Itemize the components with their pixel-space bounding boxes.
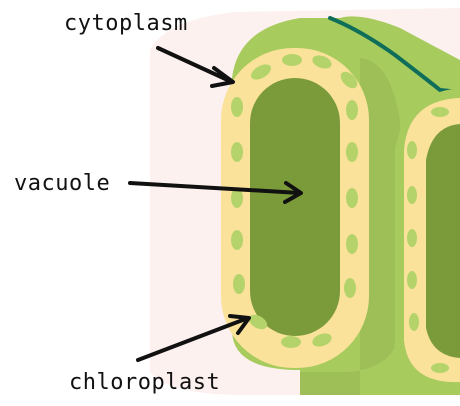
chloroplast — [233, 274, 245, 294]
chloroplast — [407, 229, 417, 247]
chloroplast — [231, 142, 243, 162]
vacuole-label: vacuole — [14, 173, 110, 195]
chloroplast — [346, 142, 358, 162]
chloroplast — [231, 97, 243, 117]
chloroplast — [409, 313, 419, 331]
chloroplast — [346, 234, 358, 254]
chloroplast — [346, 100, 358, 120]
vacuole — [250, 78, 340, 336]
chloroplast — [431, 363, 449, 373]
chloroplast — [407, 271, 417, 289]
chloroplast — [231, 230, 243, 250]
chloroplast — [344, 278, 356, 298]
chloroplast — [407, 186, 417, 204]
chloroplast — [281, 336, 301, 348]
chloroplast — [407, 141, 417, 159]
neighbor-cell-vacuole — [426, 124, 460, 358]
chloroplast — [282, 54, 302, 66]
cytoplasm-label: cytoplasm — [64, 13, 188, 35]
chloroplast — [431, 107, 449, 117]
chloroplast — [346, 188, 358, 208]
chloroplast-label: chloroplast — [69, 372, 220, 394]
